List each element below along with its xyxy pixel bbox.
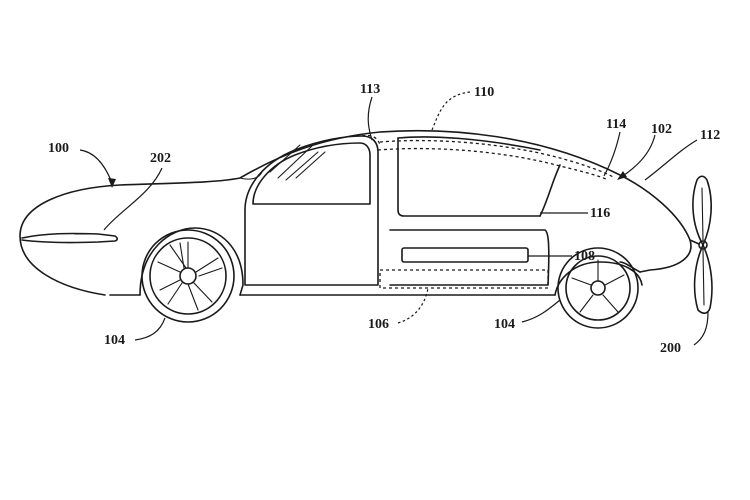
- leader-lines: [79, 91, 709, 346]
- roof-canopy-dashed: [379, 139, 616, 179]
- side-skirt: [401, 247, 529, 263]
- reference-labels: 100 202 113 110 114 102 112 116 108 106 …: [48, 82, 720, 356]
- vehicle-body: [19, 129, 692, 296]
- label-113: 113: [360, 82, 380, 97]
- rear-door: [389, 136, 561, 286]
- front-door: [244, 135, 379, 286]
- label-106: 106: [368, 317, 389, 332]
- label-114: 114: [606, 117, 626, 132]
- label-200: 200: [660, 341, 681, 356]
- label-112: 112: [700, 128, 720, 143]
- label-108: 108: [574, 249, 595, 264]
- propeller: [689, 175, 713, 314]
- front-wheel: [139, 227, 244, 323]
- label-104-rear: 104: [494, 317, 515, 332]
- label-110: 110: [474, 85, 494, 100]
- rear-wheel: [554, 247, 643, 329]
- headlight: [21, 232, 119, 244]
- label-100: 100: [48, 141, 69, 156]
- label-104-front: 104: [104, 333, 125, 348]
- battery-box-dashed: [379, 269, 549, 289]
- label-102: 102: [651, 122, 672, 137]
- label-116: 116: [590, 206, 610, 221]
- label-202: 202: [150, 151, 171, 166]
